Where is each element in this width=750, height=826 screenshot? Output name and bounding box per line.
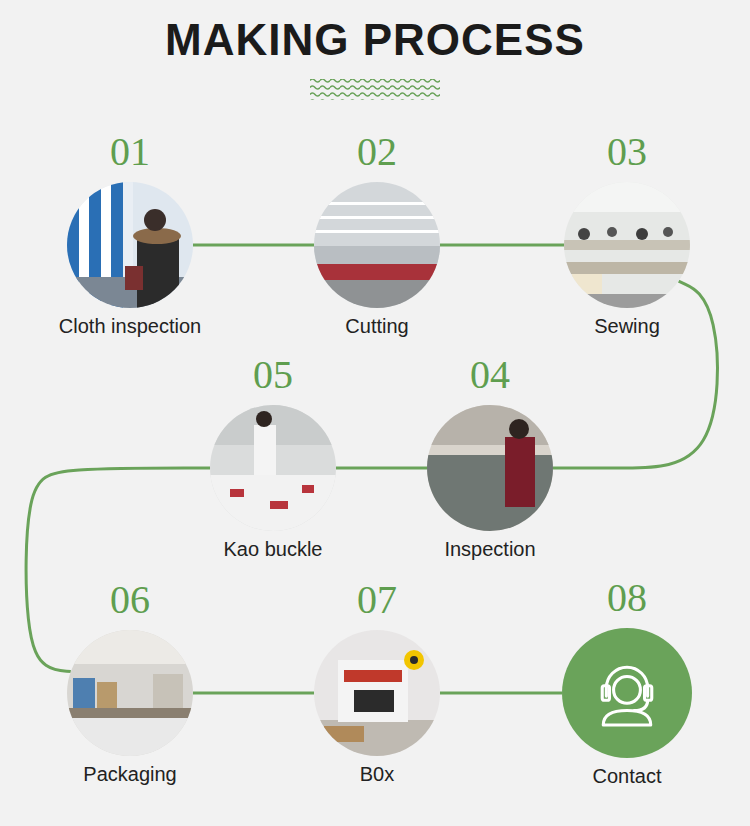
step-label: Sewing <box>559 314 695 338</box>
process-step: 05Kao buckle <box>205 353 341 561</box>
step-photo <box>67 630 193 756</box>
flow-connector <box>193 692 314 695</box>
contact-icon <box>562 628 692 758</box>
flow-connector <box>193 244 314 247</box>
step-photo <box>210 405 336 531</box>
step-photo <box>314 630 440 756</box>
photo-circle <box>67 630 193 756</box>
step-label: Contact <box>557 764 697 788</box>
step-number: 06 <box>62 578 198 622</box>
photo-circle <box>314 182 440 308</box>
title: MAKING PROCESS <box>0 12 750 68</box>
step-number: 04 <box>422 353 558 397</box>
photo-circle <box>564 182 690 308</box>
step-label: Cloth inspection <box>54 314 207 338</box>
step-label: B0x <box>309 762 445 786</box>
step-photo <box>314 182 440 308</box>
photo-circle <box>210 405 336 531</box>
step-number: 05 <box>205 353 341 397</box>
step-number: 03 <box>559 130 695 174</box>
flow-connector <box>440 244 564 247</box>
photo-circle <box>314 630 440 756</box>
step-photo <box>427 405 553 531</box>
step-photo <box>67 182 193 308</box>
photo-circle <box>427 405 553 531</box>
process-step: 03Sewing <box>559 130 695 338</box>
photo-circle <box>67 182 193 308</box>
step-number: 07 <box>309 578 445 622</box>
step-number: 01 <box>54 130 207 174</box>
wave-ornament <box>310 79 440 100</box>
step-label: Packaging <box>62 762 198 786</box>
flow-connector <box>440 692 562 695</box>
process-step: 01Cloth inspection <box>54 130 207 338</box>
process-step: 06Packaging <box>62 578 198 786</box>
contact-step: 08Contact <box>557 576 697 788</box>
process-step: 07B0x <box>309 578 445 786</box>
step-number: 08 <box>557 576 697 620</box>
step-photo <box>564 182 690 308</box>
contact-circle <box>562 628 692 758</box>
process-step: 02Cutting <box>309 130 445 338</box>
flow-connector <box>553 281 717 468</box>
step-label: Kao buckle <box>205 537 341 561</box>
step-number: 02 <box>309 130 445 174</box>
step-label: Cutting <box>309 314 445 338</box>
flow-connector <box>336 467 427 470</box>
process-step: 04Inspection <box>422 353 558 561</box>
flow-connector <box>26 468 210 671</box>
step-label: Inspection <box>422 537 558 561</box>
